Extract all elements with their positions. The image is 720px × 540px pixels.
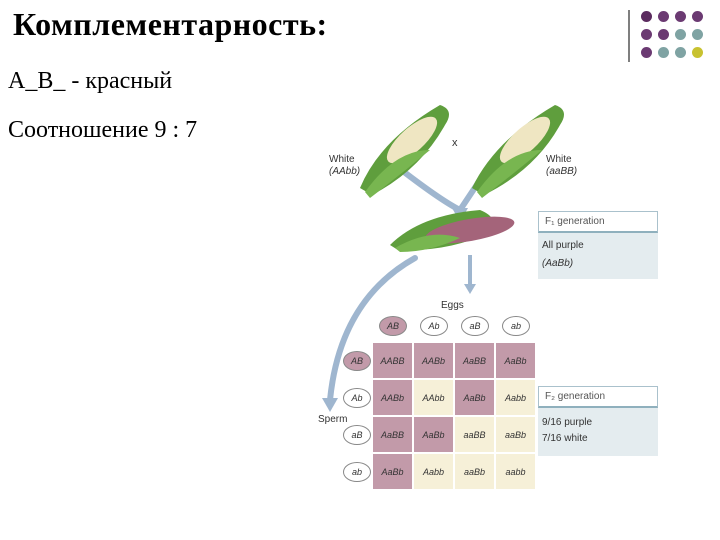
bullet-ratio: Соотношение 9 : 7 bbox=[8, 117, 197, 144]
cross-sign: x bbox=[452, 137, 458, 149]
sperm-gamete: aB bbox=[343, 425, 371, 445]
arrow-head-f1 bbox=[452, 208, 468, 222]
decorative-dot bbox=[641, 47, 652, 58]
decorative-dot bbox=[675, 29, 686, 40]
parent-left-genotype: (AAbb) bbox=[329, 166, 360, 178]
parent-right-phenotype: White bbox=[546, 154, 577, 166]
punnett-cell: Aabb bbox=[496, 380, 535, 415]
punnett-cell: AaBB bbox=[373, 417, 412, 452]
decorative-divider bbox=[628, 10, 630, 62]
f1-genotype: (AaBb) bbox=[542, 258, 573, 269]
decorative-dot bbox=[641, 29, 652, 40]
punnett-cell: AaBb bbox=[496, 343, 535, 378]
arrow-head-eggs bbox=[464, 284, 476, 294]
f2-header-text: F₂ generation bbox=[545, 391, 605, 402]
eggs-label: Eggs bbox=[441, 300, 464, 312]
punnett-cell: AABb bbox=[414, 343, 453, 378]
f1-phenotype: All purple bbox=[542, 240, 584, 251]
arrow-to-f1 bbox=[395, 165, 460, 210]
decorative-dot bbox=[675, 47, 686, 58]
sperm-label: Sperm bbox=[318, 414, 347, 426]
parent-left-label: White (AAbb) bbox=[329, 154, 360, 178]
punnett-cell: AaBb bbox=[414, 417, 453, 452]
egg-gamete: aB bbox=[461, 316, 489, 336]
punnett-cell: AaBB bbox=[455, 343, 494, 378]
sperm-gamete: ab bbox=[343, 462, 371, 482]
f2-ratio-white: 7/16 white bbox=[542, 433, 588, 444]
bullet-genotype-red: А_В_ - красный bbox=[8, 68, 172, 95]
punnett-cell: AaBb bbox=[373, 454, 412, 489]
punnett-cell: aabb bbox=[496, 454, 535, 489]
punnett-cell: AABb bbox=[373, 380, 412, 415]
parent-left-phenotype: White bbox=[329, 154, 360, 166]
decorative-dot bbox=[658, 11, 669, 22]
decorative-dot bbox=[658, 29, 669, 40]
arrow-to-f1-right bbox=[460, 165, 490, 210]
egg-gamete: ab bbox=[502, 316, 530, 336]
punnett-cell: aaBb bbox=[455, 454, 494, 489]
punnett-cell: AABB bbox=[373, 343, 412, 378]
decorative-dot bbox=[692, 29, 703, 40]
f2-ratio-purple: 9/16 purple bbox=[542, 417, 592, 428]
decorative-dot bbox=[658, 47, 669, 58]
punnett-cell: aaBB bbox=[455, 417, 494, 452]
f2-generation-box: F₂ generation 9/16 purple 7/16 white bbox=[538, 386, 658, 456]
arrow-head-f2 bbox=[322, 398, 338, 412]
decorative-dot bbox=[675, 11, 686, 22]
punnett-cell: AaBb bbox=[455, 380, 494, 415]
decorative-dot bbox=[692, 11, 703, 22]
corn-purple-f1 bbox=[390, 210, 516, 252]
f1-header: F₁ generation bbox=[538, 211, 658, 233]
sperm-gamete: AB bbox=[343, 351, 371, 371]
punnett-cell: AAbb bbox=[414, 380, 453, 415]
corn-white-right bbox=[472, 105, 564, 198]
slide-title: Комплементарность: bbox=[13, 6, 328, 43]
f2-header: F₂ generation bbox=[538, 386, 658, 408]
decorative-dot bbox=[641, 11, 652, 22]
egg-gamete: AB bbox=[379, 316, 407, 336]
corn-white-left bbox=[360, 105, 449, 198]
punnett-cell: Aabb bbox=[414, 454, 453, 489]
egg-gamete: Ab bbox=[420, 316, 448, 336]
f1-generation-box: F₁ generation All purple (AaBb) bbox=[538, 211, 658, 279]
sperm-gamete: Ab bbox=[343, 388, 371, 408]
parent-right-genotype: (aaBB) bbox=[546, 166, 577, 178]
punnett-cell: aaBb bbox=[496, 417, 535, 452]
parent-right-label: White (aaBB) bbox=[546, 154, 577, 178]
f1-header-text: F₁ generation bbox=[545, 216, 605, 227]
decorative-dot bbox=[692, 47, 703, 58]
